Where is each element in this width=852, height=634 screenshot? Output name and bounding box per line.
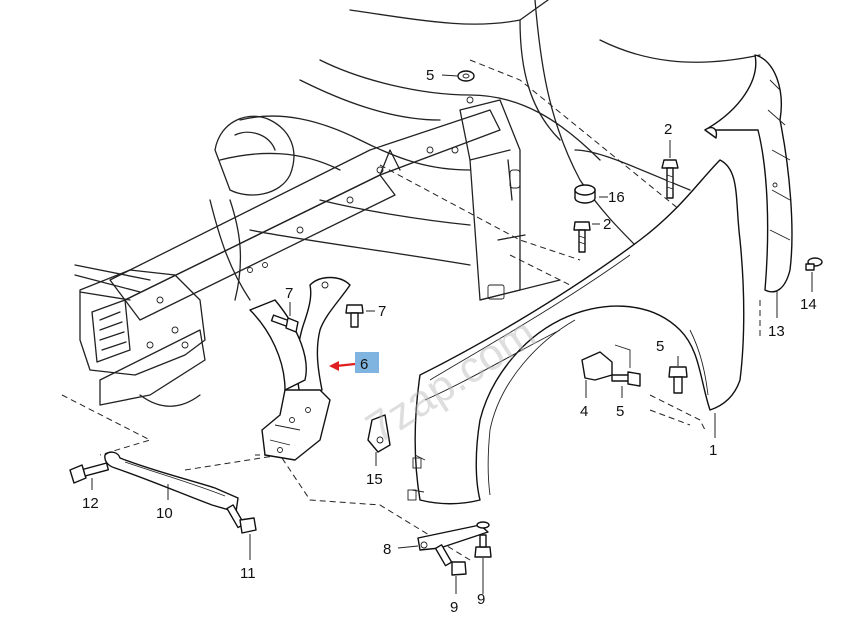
bolt-part-7-left[interactable] <box>270 314 299 333</box>
callout-label[interactable]: 12 <box>82 495 99 512</box>
callout-label[interactable]: 1 <box>709 442 717 459</box>
callout-label[interactable]: 2 <box>664 121 672 138</box>
callout-label[interactable]: 7 <box>378 303 386 320</box>
clip-part-14[interactable] <box>805 257 823 271</box>
vehicle-body-structure <box>74 0 761 407</box>
callout-label: 6 <box>360 356 368 373</box>
bolt-part-11[interactable] <box>226 504 257 534</box>
callout-labels: 5 2 16 2 7 7 5 4 5 1 13 14 15 12 10 11 8… <box>82 67 817 616</box>
callout-label[interactable]: 13 <box>768 323 785 340</box>
bracket-part-6[interactable] <box>249 276 351 461</box>
callout-6-highlight-box <box>355 352 379 373</box>
bracket-part-15[interactable] <box>367 414 391 453</box>
liner-part-13[interactable] <box>704 54 793 293</box>
callout-label[interactable]: 15 <box>366 471 383 488</box>
callout-label[interactable]: 5 <box>426 67 434 84</box>
callout-label[interactable]: 9 <box>477 591 485 608</box>
callout-label[interactable]: 11 <box>240 565 256 582</box>
callout-label[interactable]: 4 <box>580 403 588 420</box>
callout-6-highlighted[interactable]: 6 <box>329 352 379 373</box>
bolt-part-9-left[interactable] <box>434 544 467 576</box>
callout-label[interactable]: 9 <box>450 599 458 616</box>
callout-label[interactable]: 10 <box>156 505 173 522</box>
bolt-part-5-left[interactable] <box>611 371 641 387</box>
callout-label[interactable]: 2 <box>603 216 611 233</box>
callout-label[interactable]: 14 <box>800 296 817 313</box>
bolt-part-2-upper[interactable] <box>661 159 679 199</box>
bolt-part-12[interactable] <box>69 462 110 484</box>
bolt-part-5-right[interactable] <box>668 366 688 394</box>
plug-part-16[interactable] <box>574 184 596 204</box>
callout-label[interactable]: 8 <box>383 541 391 558</box>
callout-label[interactable]: 5 <box>656 338 664 355</box>
fender-part-1[interactable] <box>407 159 745 505</box>
bolt-part-2-lower[interactable] <box>573 221 591 253</box>
fasteners <box>69 70 823 576</box>
nut-part-3[interactable] <box>457 70 475 82</box>
callout-label[interactable]: 5 <box>616 403 624 420</box>
callout-label[interactable]: 7 <box>285 285 293 302</box>
bracket-part-8[interactable] <box>417 524 489 551</box>
brace-part-10[interactable] <box>104 451 239 513</box>
callout-label[interactable]: 16 <box>608 189 625 206</box>
bolt-part-7-right[interactable] <box>345 304 364 328</box>
bolt-part-9-right[interactable] <box>474 521 492 558</box>
callout-6-arrow-head <box>329 361 339 371</box>
leader-lines <box>91 74 813 594</box>
callout-6-arrow-line <box>335 362 356 368</box>
